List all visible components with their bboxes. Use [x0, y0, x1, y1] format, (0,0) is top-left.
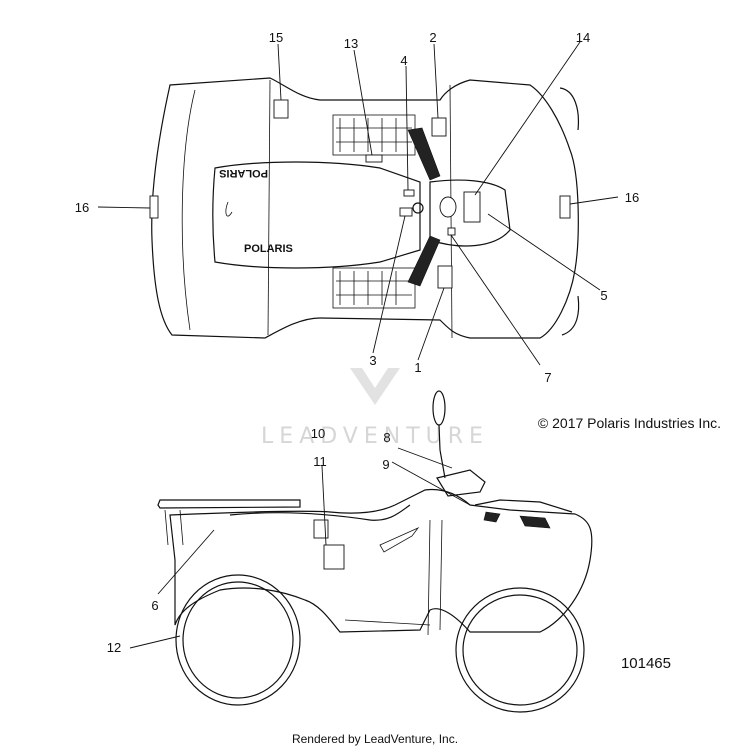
figure-number: 101465 — [621, 655, 671, 672]
callout-12: 12 — [107, 640, 121, 655]
decal-16-front — [559, 195, 571, 219]
decal-7 — [447, 227, 456, 236]
callout-11: 11 — [313, 454, 327, 469]
footrest-top — [332, 114, 416, 156]
callout-7: 7 — [544, 370, 551, 385]
callout-9: 9 — [382, 457, 389, 472]
callout-2: 2 — [429, 30, 436, 45]
brand-side-text: POLARIS — [244, 243, 293, 255]
callout-16-rear: 16 — [75, 200, 89, 215]
callout-14: 14 — [576, 30, 590, 45]
decal-4 — [403, 189, 415, 197]
watermark-text: LEADVENTURE — [261, 424, 489, 449]
brand-top-text: POLARIS — [219, 167, 268, 179]
callout-10: 10 — [311, 426, 325, 441]
leader-lines-side — [129, 447, 471, 649]
decal-3 — [399, 207, 413, 217]
callout-5: 5 — [600, 288, 607, 303]
copyright-text: © 2017 Polaris Industries Inc. — [538, 415, 721, 431]
callout-1: 1 — [414, 360, 421, 375]
callout-8: 8 — [383, 430, 390, 445]
decal-11 — [323, 544, 345, 570]
callout-4: 4 — [400, 53, 407, 68]
decal-14 — [463, 191, 481, 223]
decal-16-rear — [149, 195, 159, 219]
footer-credit: Rendered by LeadVenture, Inc. — [292, 732, 458, 746]
callout-3: 3 — [369, 353, 376, 368]
decal-1 — [437, 265, 453, 289]
decal-2 — [431, 117, 447, 137]
callout-6: 6 — [151, 598, 158, 613]
atv-side-view — [157, 390, 593, 713]
leader-lines-top — [97, 41, 619, 366]
callout-16-front: 16 — [625, 190, 639, 205]
decal-13 — [365, 154, 383, 163]
leadventure-watermark: LEADVENTURE — [261, 368, 489, 449]
footrest-bottom — [332, 267, 416, 309]
decal-10 — [313, 519, 329, 539]
front-wheel — [455, 587, 585, 713]
callout-labels: 1 2 3 4 5 6 7 8 9 10 11 12 13 14 15 16 1… — [75, 30, 639, 655]
callout-13: 13 — [344, 36, 358, 51]
callout-15: 15 — [269, 30, 283, 45]
decal-15 — [273, 99, 289, 119]
atv-top-view: POLARIS POLARIS — [149, 77, 580, 339]
rear-wheel — [175, 574, 301, 706]
